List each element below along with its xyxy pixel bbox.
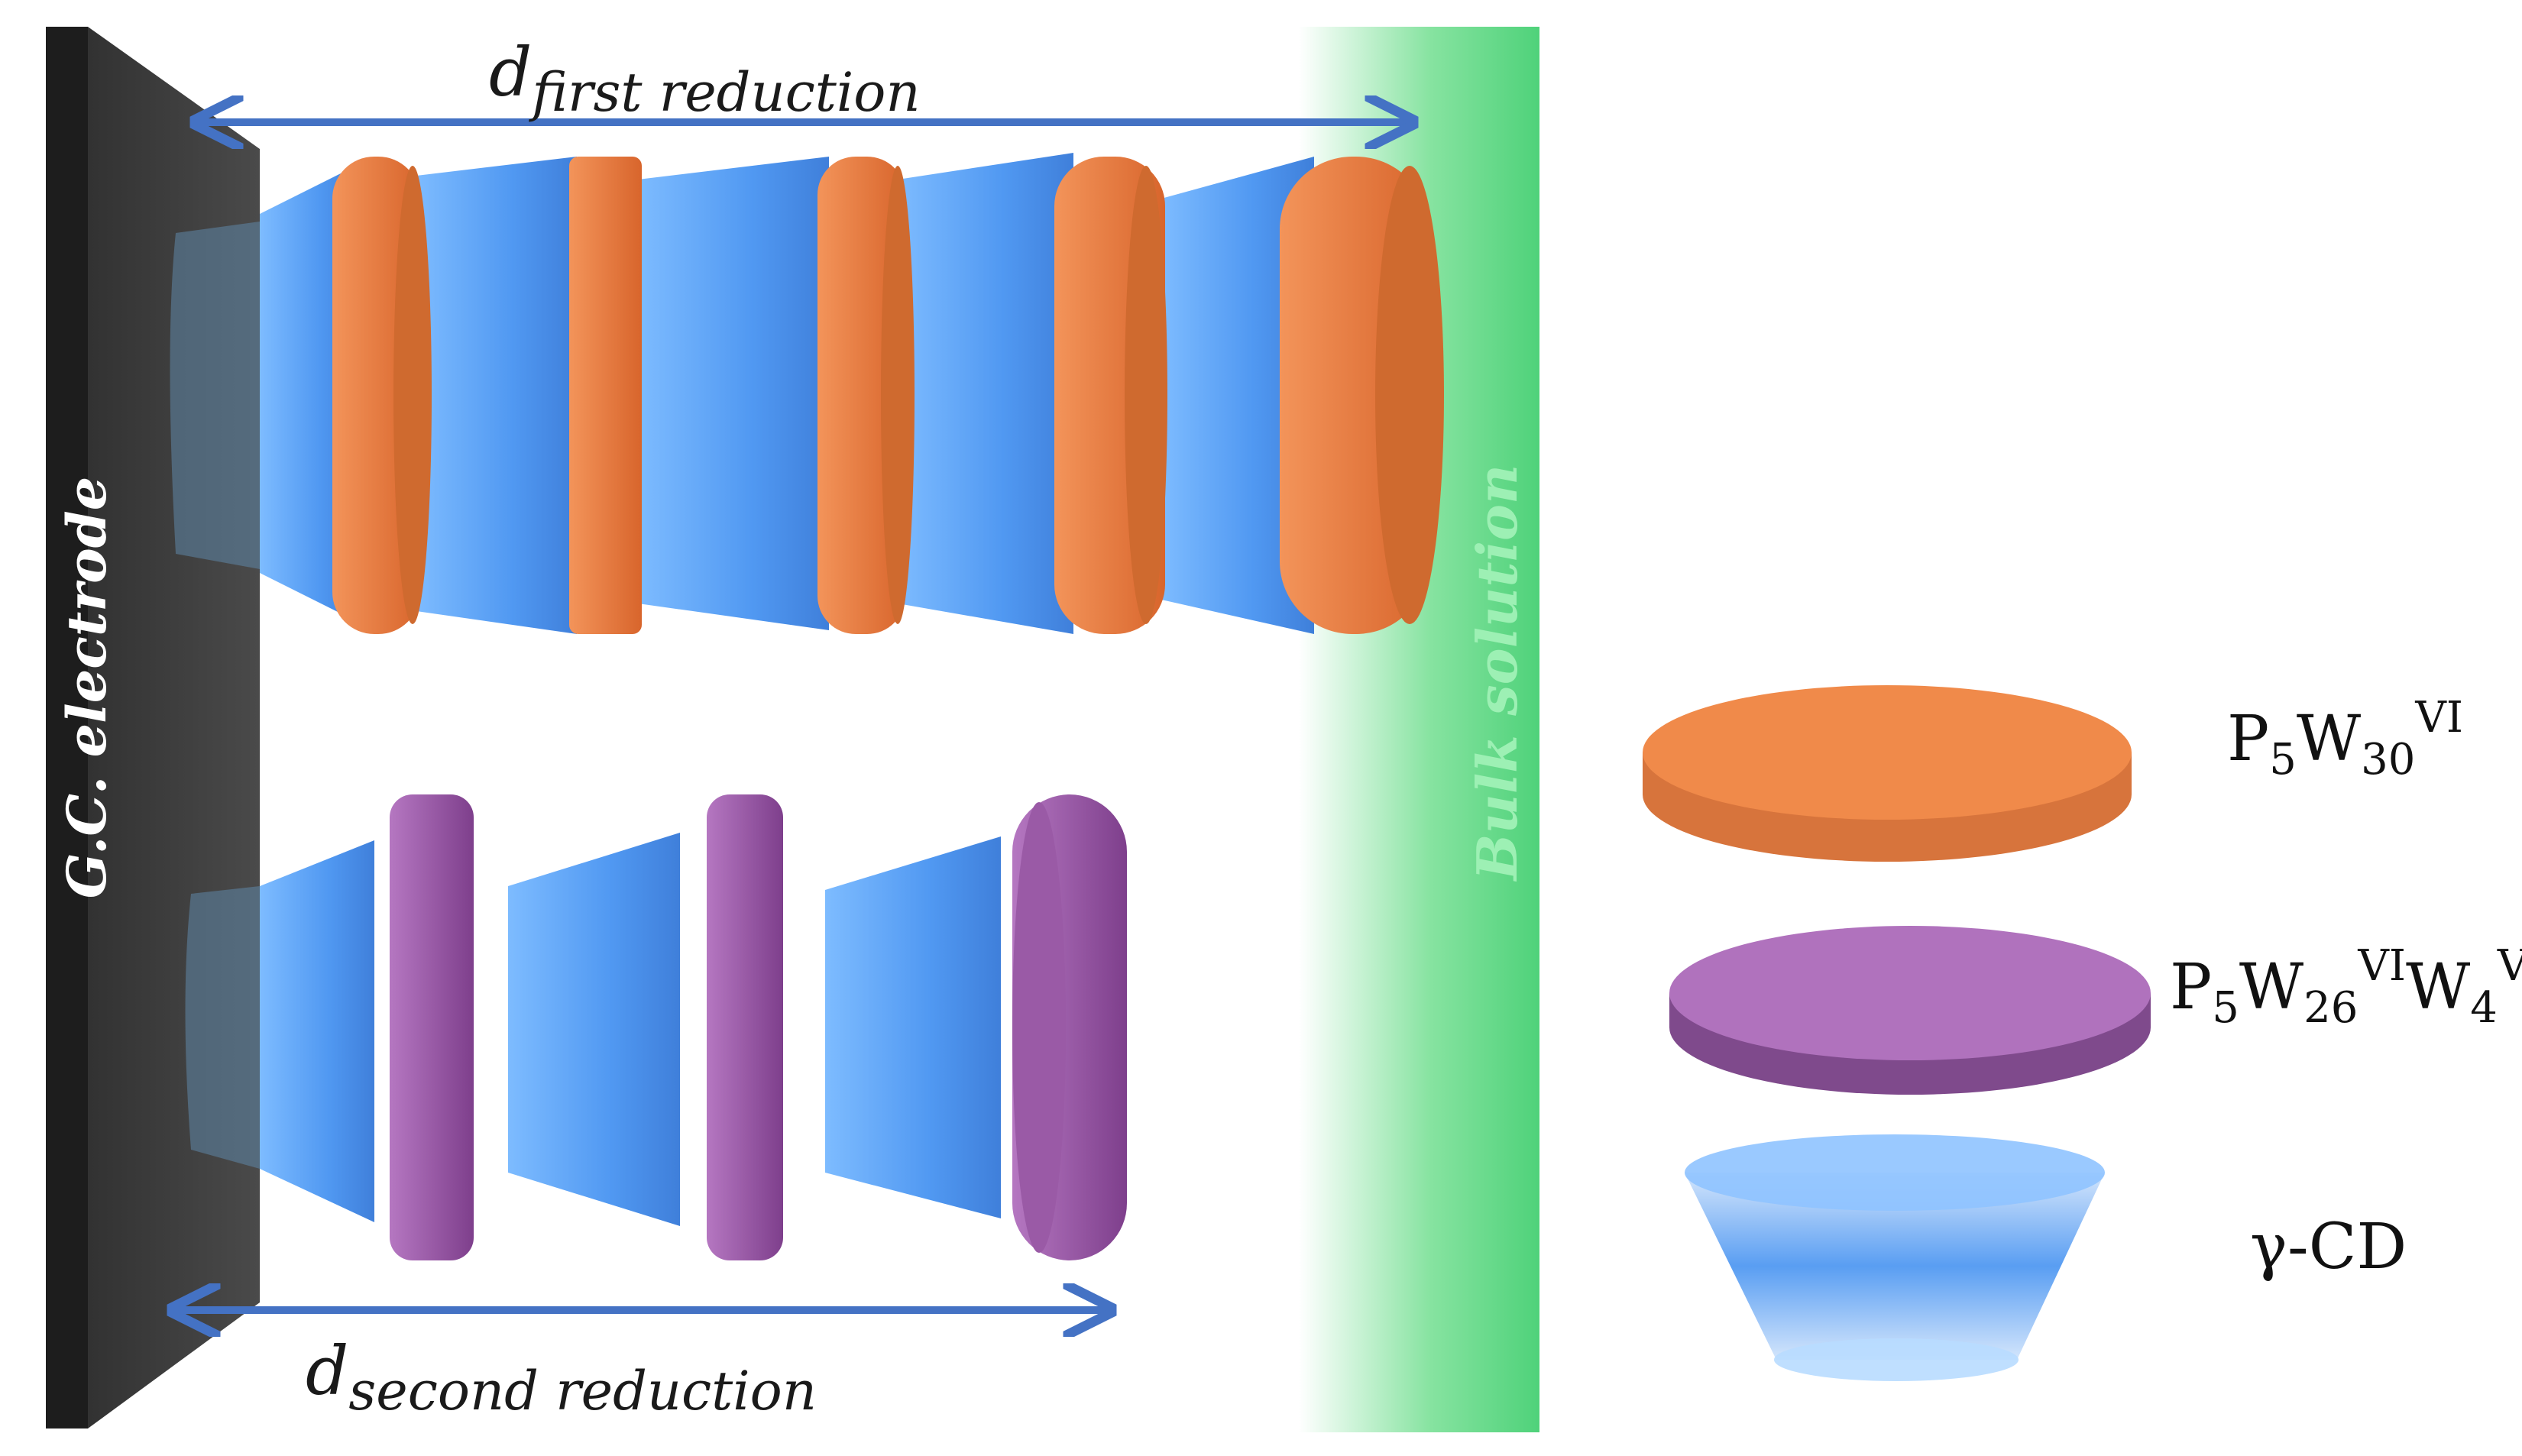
bulk-solution-label: Bulk solution xyxy=(1465,464,1530,882)
orange-disc xyxy=(569,157,642,634)
purple-disc xyxy=(390,794,474,1260)
legend-label-p5w26w4: P5W26VIW4V xyxy=(2170,941,2522,1033)
orange-disc xyxy=(332,157,432,634)
purple-disc xyxy=(1012,794,1127,1260)
second-reduction-label: dsecond reduction xyxy=(306,1331,817,1422)
first-reduction-label: dfirst reduction xyxy=(489,33,921,124)
top-assembly xyxy=(170,153,1444,634)
legend-p5w26w4-disc xyxy=(1669,926,2151,1095)
legend: P5W30VI P5W26VIW4V γ-CD xyxy=(1643,685,2522,1381)
orange-disc xyxy=(817,157,915,634)
legend-gamma-cd-cone xyxy=(1685,1134,2105,1381)
bottom-assembly xyxy=(185,794,1127,1260)
purple-disc xyxy=(707,794,783,1260)
orange-disc xyxy=(1054,157,1167,634)
electrode-label: G.C. electrode xyxy=(55,477,118,899)
legend-p5w30-disc xyxy=(1643,685,2132,862)
orange-disc xyxy=(1280,157,1444,634)
legend-label-p5w30: P5W30VI xyxy=(2227,693,2463,785)
legend-label-gamma-cd: γ-CD xyxy=(2250,1211,2407,1283)
